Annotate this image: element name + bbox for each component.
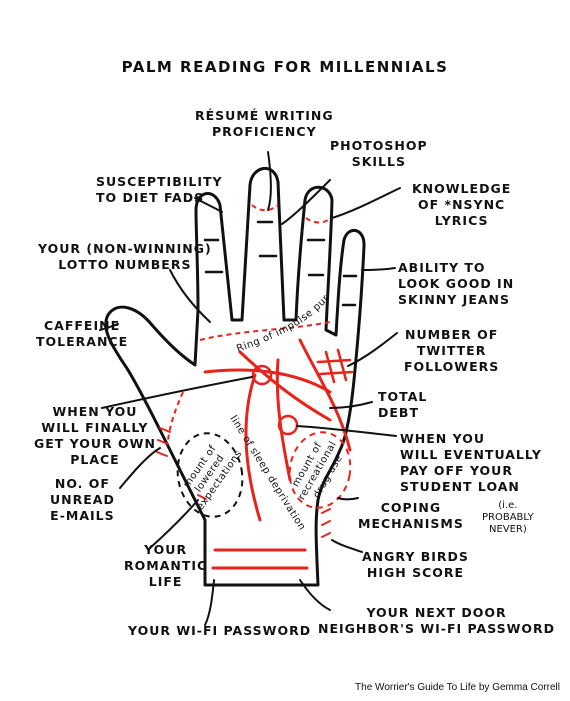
fingertip-lines: [251, 204, 332, 224]
palm-side-marks: [156, 427, 331, 538]
finger-creases: [203, 220, 358, 307]
pointer-lines: [99, 151, 401, 626]
twitter-hash-mark: [316, 348, 354, 384]
label-wifi-password: YOUR WI-FI PASSWORD: [128, 623, 312, 638]
finally-circle: [251, 364, 273, 386]
mount-recreational-drug-use-outline: [288, 431, 352, 509]
hand-outline: [104, 167, 366, 587]
label-lotto-numbers: YOUR (NON-WINNING)LOTTO NUMBERS: [38, 241, 212, 272]
credit-line: The Worrier's Guide To Life by Gemma Cor…: [355, 682, 560, 693]
mount-lowered-expectations-outline: [176, 432, 244, 518]
mount-lowered-expectations-label: mount of lowered expectations: [181, 443, 244, 512]
wrist-lines: [211, 548, 309, 570]
page-title: PALM READING FOR MILLENNIALS: [121, 58, 449, 76]
ring-of-impulse-purchases-line: [199, 321, 331, 341]
palm-lines: [203, 338, 352, 522]
